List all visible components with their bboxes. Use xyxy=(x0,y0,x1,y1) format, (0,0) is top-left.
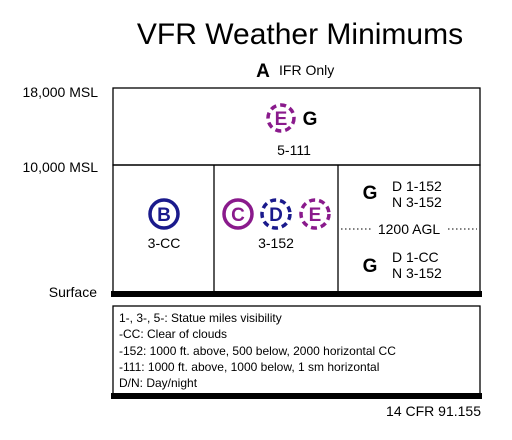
legend-line: -CC: Clear of clouds xyxy=(119,327,227,341)
upper-rule-label: 5-111 xyxy=(277,142,311,158)
class-b-rule: 3-CC xyxy=(148,235,181,251)
class-a-letter: A xyxy=(256,61,270,82)
class-e-upper-circle xyxy=(266,103,296,133)
surface-line xyxy=(111,291,482,297)
class-b-circle xyxy=(148,198,180,230)
class-g-night-line2: N 3-152 xyxy=(392,265,442,281)
class-g-day-line2: N 3-152 xyxy=(392,194,442,210)
class-g-day-line1: D 1-152 xyxy=(392,178,442,194)
legend-line: -152: 1000 ft. above, 500 below, 2000 ho… xyxy=(119,344,396,358)
class-e-letter: E xyxy=(309,205,322,226)
altitude-10000-label: 10,000 MSL xyxy=(23,159,99,175)
class-cde-rule: 3-152 xyxy=(258,235,294,251)
agl-divider-label: 1200 AGL xyxy=(378,221,440,237)
class-c-circle xyxy=(222,198,254,230)
legend-line: D/N: Day/night xyxy=(119,376,198,390)
class-g-night-letter: G xyxy=(363,256,378,277)
legend-line: -111: 1000 ft. above, 1000 below, 1 sm h… xyxy=(119,360,379,374)
class-g-night-line1: D 1-CC xyxy=(392,249,439,265)
class-b-letter: B xyxy=(157,205,171,226)
legend-bottom-bar xyxy=(111,393,482,399)
class-d-circle xyxy=(260,198,292,230)
class-c-letter: C xyxy=(231,205,245,226)
class-a-label: IFR Only xyxy=(279,62,334,78)
class-g-day-letter: G xyxy=(363,183,378,204)
class-e-upper-letter: E xyxy=(275,109,288,130)
class-d-letter: D xyxy=(269,205,283,226)
class-g-upper-letter: G xyxy=(303,109,318,130)
legend-line: 1-, 3-, 5-: Statue miles visibility xyxy=(119,311,282,325)
diagram-title: VFR Weather Minimums xyxy=(137,18,463,51)
altitude-18000-label: 18,000 MSL xyxy=(23,84,99,100)
class-e-circle xyxy=(299,198,331,230)
regulation-reference: 14 CFR 91.155 xyxy=(386,403,481,419)
surface-label: Surface xyxy=(49,284,97,300)
